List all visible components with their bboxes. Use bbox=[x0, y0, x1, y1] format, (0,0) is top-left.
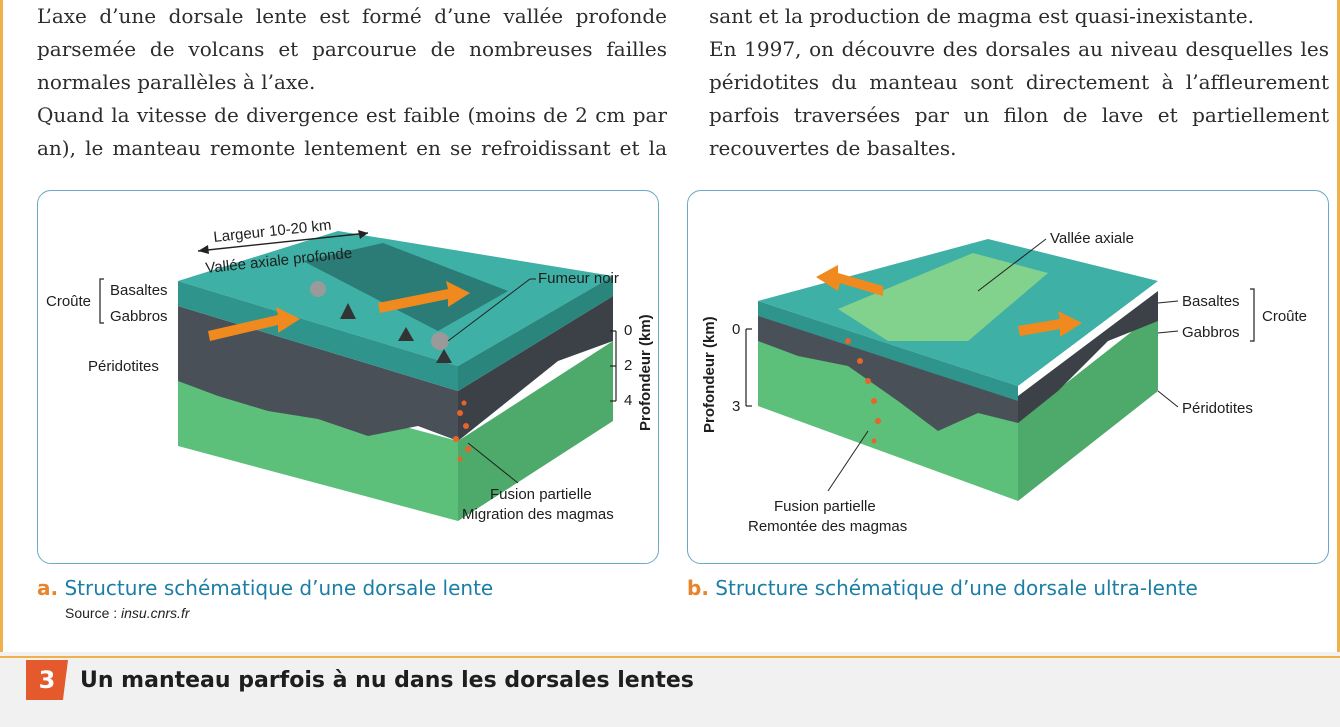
magma-droplets bbox=[845, 338, 881, 444]
ridge-top-front bbox=[758, 301, 1018, 401]
document-panel: L’axe d’une dorsale lente est formé d’un… bbox=[0, 0, 1340, 652]
section-number-badge: 3 bbox=[26, 660, 68, 700]
paragraph-2: Quand la vitesse de divergence est faibl… bbox=[37, 103, 667, 160]
section-divider bbox=[0, 656, 1340, 658]
divergence-arrow-right-icon bbox=[378, 281, 470, 313]
divergence-arrow-left-icon bbox=[208, 307, 300, 341]
basaltes-label: Basaltes bbox=[110, 282, 168, 299]
caption-a-letter: a. bbox=[37, 576, 59, 600]
fusion-leader bbox=[467, 442, 519, 484]
depth-tick-3: 3 bbox=[732, 398, 740, 415]
mantle-side bbox=[458, 341, 613, 521]
volcano-icon bbox=[340, 303, 356, 319]
caption-a: a. Structure schématique d’une dorsale l… bbox=[37, 576, 493, 600]
fusion-leader bbox=[827, 430, 869, 492]
fusion-label: Fusion partielle bbox=[490, 486, 592, 503]
volcano-icon bbox=[436, 349, 452, 363]
depth-title: Profondeur (km) bbox=[637, 314, 654, 431]
divergence-arrow-left-icon bbox=[816, 265, 883, 296]
divergence-arrow-right-icon bbox=[1018, 311, 1082, 337]
depth-tick-4: 4 bbox=[624, 392, 632, 409]
fumeur-label: Fumeur noir bbox=[538, 270, 619, 287]
migration-label: Migration des magmas bbox=[462, 506, 614, 523]
fusion-label: Fusion partielle bbox=[774, 498, 876, 515]
mantle-front bbox=[758, 326, 1018, 501]
width-arrow bbox=[197, 232, 369, 252]
exposed-mantle-valley bbox=[838, 253, 1048, 341]
ultraslow-ridge-diagram: Vallée axiale Basaltes Gabbros Croûte Pé… bbox=[701, 230, 1307, 535]
paragraph-3: En 1997, on découvre des dorsales au niv… bbox=[709, 37, 1329, 160]
axial-valley bbox=[303, 243, 508, 331]
valley-label: Vallée axiale bbox=[1050, 230, 1134, 247]
gabbros-label: Gabbros bbox=[110, 308, 168, 325]
remontee-label: Remontée des magmas bbox=[748, 518, 907, 535]
figure-ultraslow-ridge: Vallée axiale Basaltes Gabbros Croûte Pé… bbox=[687, 190, 1329, 564]
croute-label: Croûte bbox=[46, 293, 91, 310]
crust-front bbox=[178, 306, 458, 441]
source-label: Source : bbox=[65, 605, 118, 621]
source-value: insu.cnrs.fr bbox=[121, 605, 190, 621]
depth-title: Profondeur (km) bbox=[701, 316, 718, 433]
mantle-side bbox=[1018, 311, 1158, 501]
depth-tick-2: 2 bbox=[624, 357, 632, 374]
caption-b-letter: b. bbox=[687, 576, 709, 600]
peridotites-label: Péridotites bbox=[1182, 400, 1253, 417]
smoke-icon bbox=[431, 332, 449, 350]
crust-front bbox=[758, 309, 1018, 431]
magma-droplets bbox=[453, 400, 471, 462]
crust-side bbox=[458, 296, 613, 441]
source-line: Source : insu.cnrs.fr bbox=[65, 605, 190, 621]
gabbros-label: Gabbros bbox=[1182, 324, 1240, 341]
section-title: Un manteau parfois à nu dans les dorsale… bbox=[80, 668, 694, 693]
crust-side bbox=[1018, 291, 1158, 423]
ridge-top-front bbox=[178, 281, 458, 391]
figure-slow-ridge: Largeur 10-20 km Vallée axiale profonde … bbox=[37, 190, 659, 564]
basaltes-label: Basaltes bbox=[1182, 293, 1240, 310]
croute-label: Croûte bbox=[1262, 308, 1307, 325]
caption-b: b. Structure schématique d’une dorsale u… bbox=[687, 576, 1198, 600]
valley-leader bbox=[977, 238, 1047, 292]
depth-tick-0: 0 bbox=[732, 321, 740, 338]
ridge-top-side bbox=[458, 276, 613, 391]
volcano-icon bbox=[398, 327, 414, 341]
caption-b-text: Structure schématique d’une dorsale ultr… bbox=[715, 576, 1198, 600]
paragraph-2-continuation: sant et la production de magma est quasi… bbox=[709, 4, 1254, 28]
peridotites-label: Péridotites bbox=[88, 358, 159, 375]
fumeur-leader bbox=[447, 278, 531, 342]
text-column-right: sant et la production de magma est quasi… bbox=[709, 0, 1329, 165]
text-column-left: L’axe d’une dorsale lente est formé d’un… bbox=[37, 0, 667, 165]
slow-ridge-diagram: Largeur 10-20 km Vallée axiale profonde … bbox=[46, 217, 654, 523]
depth-tick-0: 0 bbox=[624, 322, 632, 339]
smoke-icon bbox=[310, 281, 326, 297]
paragraph-1: L’axe d’une dorsale lente est formé d’un… bbox=[37, 4, 667, 94]
caption-a-text: Structure schématique d’une dorsale lent… bbox=[64, 576, 494, 600]
